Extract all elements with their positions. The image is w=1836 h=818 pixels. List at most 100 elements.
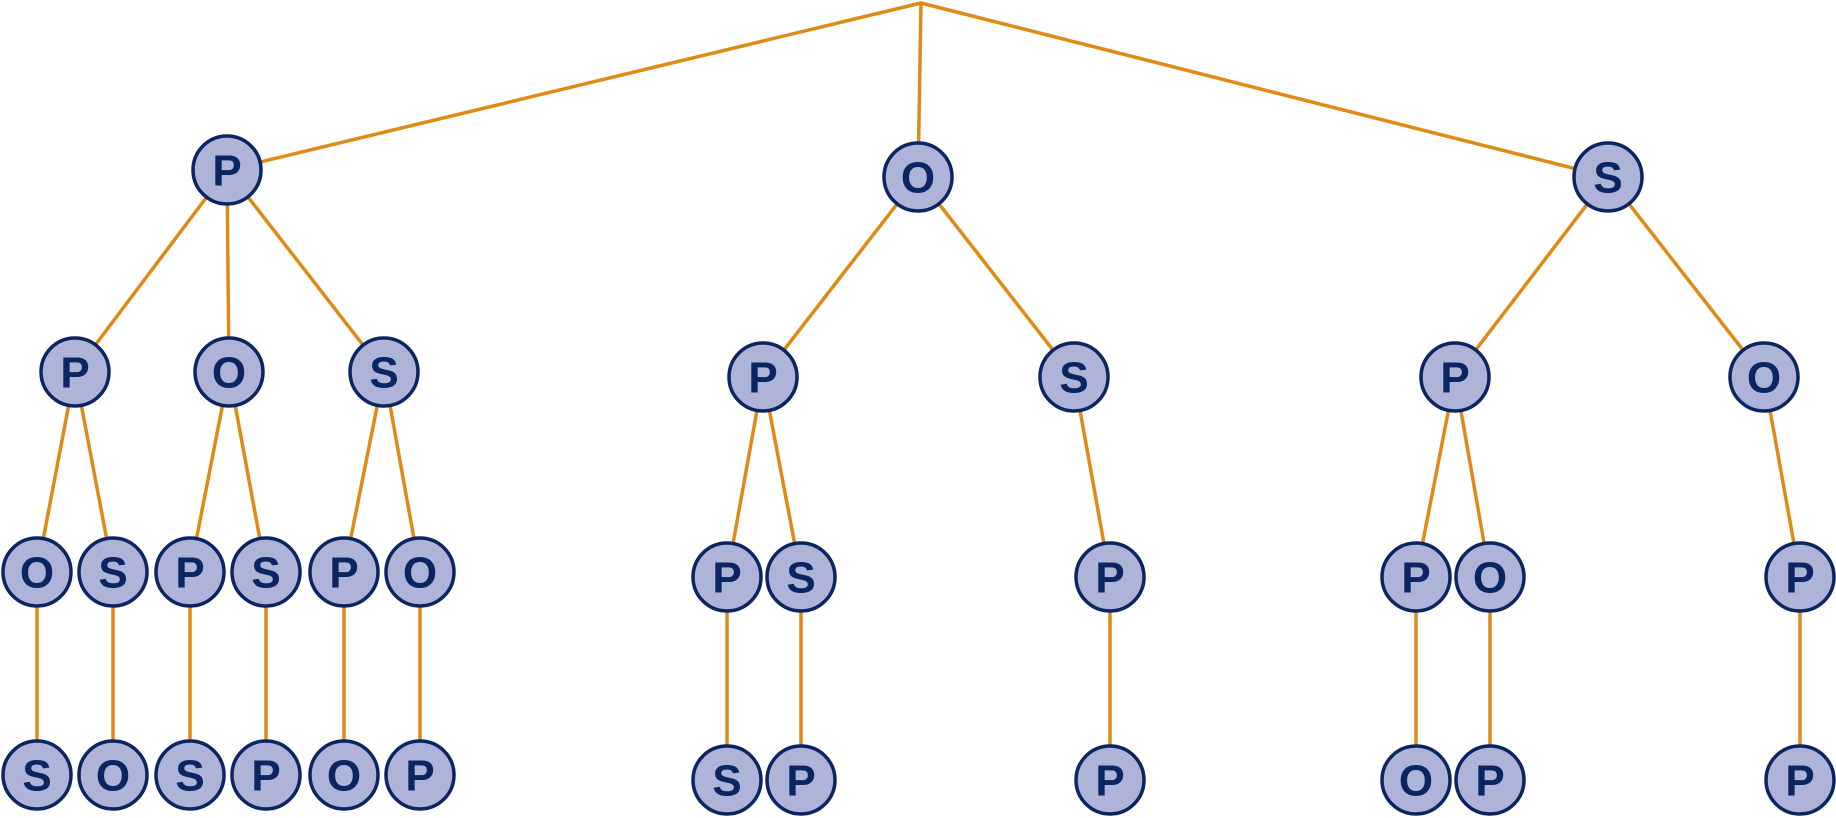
tree-node-0-2-0-0: O [308,739,380,811]
node-label: S [712,757,741,806]
node-label: O [96,752,130,801]
node-circle [765,541,837,613]
node-circle [1419,341,1491,413]
node-label: S [175,752,204,801]
node-label: P [1401,554,1430,603]
node-label: P [1785,757,1814,806]
node-circle [691,744,763,816]
tree-node-2-0-1-0: P [1454,744,1526,816]
node-label: S [22,752,51,801]
tree-node-1-1-0-0: P [1074,744,1146,816]
tree-node-0-1: O [193,336,265,408]
node-label: O [1399,757,1433,806]
tree-node-1-0: P [727,341,799,413]
tree-node-0-0-1: S [77,536,149,608]
node-circle [384,739,456,811]
node-circle [191,134,263,206]
edge-0 [225,1,923,172]
node-label: P [1095,554,1124,603]
node-label: S [369,349,398,398]
node-circle [308,739,380,811]
tree-node-0-2-0: P [308,536,380,608]
node-label: O [1747,354,1781,403]
edge-2-1 [1606,175,1766,379]
node-circle [384,536,456,608]
node-circle [193,336,265,408]
node-label: P [1095,757,1124,806]
tree-node-2-0: P [1419,341,1491,413]
node-label: P [60,349,89,398]
node-circle [308,536,380,608]
node-label: P [712,554,741,603]
node-label: S [786,554,815,603]
node-label: P [405,752,434,801]
edge-0-2 [225,168,386,374]
node-label: S [1593,154,1622,203]
node-label: P [175,549,204,598]
node-circle [1728,341,1800,413]
tree-node-0-1-1: S [230,536,302,608]
tree-node-2-0-0: P [1380,541,1452,613]
tree-node-0-0-0: O [1,536,73,608]
tree-node-0-1-0: P [154,536,226,608]
edge-1-0 [761,175,920,379]
node-label: O [20,549,54,598]
node-circle [1038,341,1110,413]
node-circle [765,744,837,816]
node-circle [1572,141,1644,213]
tree-node-1-0-0-0: S [691,744,763,816]
node-circle [1764,541,1836,613]
tree-node-2-1-0: P [1764,541,1836,613]
tree-node-0-0-1-0: O [77,739,149,811]
node-label: S [251,549,280,598]
tree-node-0-2-1: O [384,536,456,608]
node-circle [1074,541,1146,613]
node-label: O [403,549,437,598]
node-label: P [1440,354,1469,403]
tree-edges [35,1,1802,782]
node-label: P [1475,757,1504,806]
node-label: O [212,349,246,398]
edge-0-0 [73,168,229,374]
node-label: S [98,549,127,598]
node-label: P [251,752,280,801]
tree-node-1-0-1-0: P [765,744,837,816]
node-label: P [329,549,358,598]
node-circle [727,341,799,413]
node-circle [1,536,73,608]
node-label: P [786,757,815,806]
node-circle [230,536,302,608]
node-circle [154,739,226,811]
tree-node-0: P [191,134,263,206]
node-circle [230,739,302,811]
node-label: O [901,154,935,203]
node-circle [691,541,763,613]
node-circle [882,141,954,213]
tree-node-0-2: S [348,336,420,408]
node-label: P [212,147,241,196]
tree-node-1-1-0: P [1074,541,1146,613]
node-circle [39,336,111,408]
node-circle [154,536,226,608]
tree-node-0-1-1-0: P [230,739,302,811]
edge-2-0 [1453,175,1610,379]
edge-1-1 [916,175,1076,379]
node-circle [1764,744,1836,816]
tree-node-1-0-0: P [691,541,763,613]
node-circle [1454,744,1526,816]
node-label: S [1059,354,1088,403]
node-circle [1074,744,1146,816]
node-circle [1380,744,1452,816]
tree-node-1-1: S [1038,341,1110,413]
node-label: O [1473,554,1507,603]
tree-node-0-0: P [39,336,111,408]
node-circle [77,739,149,811]
node-circle [1380,541,1452,613]
tree-node-2-0-0-0: O [1380,744,1452,816]
tree-node-0-0-0-0: S [1,739,73,811]
node-circle [348,336,420,408]
tree-node-2: S [1572,141,1644,213]
node-circle [77,536,149,608]
node-label: P [1785,554,1814,603]
